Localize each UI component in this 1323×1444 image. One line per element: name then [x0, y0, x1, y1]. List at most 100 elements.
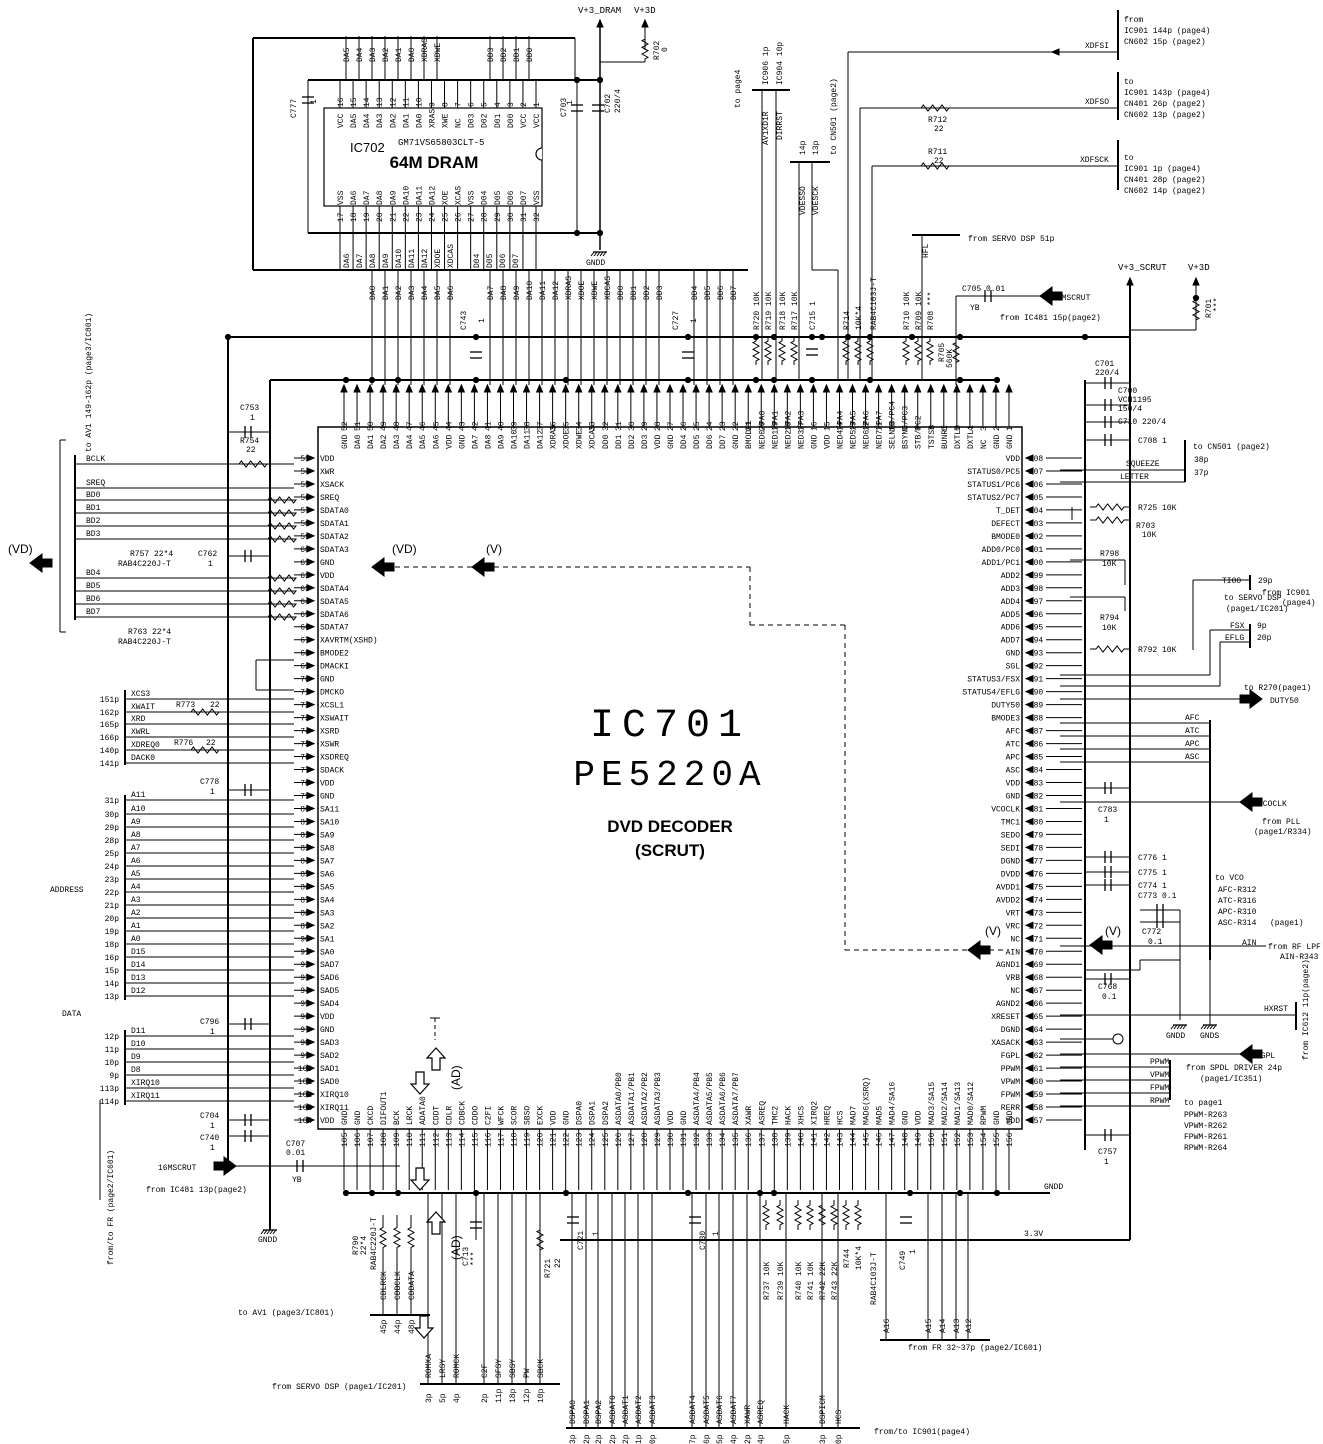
ic701-pin-number-top: 12: [863, 421, 872, 431]
ic702-pin-number-top: 14: [363, 97, 372, 107]
ic701-pin-name-top: SELNED/PC4: [889, 401, 898, 449]
duty50-arrow-icon: [1239, 689, 1263, 709]
ic702-pin-number-bottom: 18: [350, 212, 359, 222]
c702-label: C702: [604, 94, 613, 113]
ic701-pin-number-left: 99: [300, 1052, 310, 1061]
r776-value: 22: [206, 739, 216, 748]
ic701-function-2: (SCRUT): [635, 841, 705, 860]
r721-label: R721: [544, 1259, 553, 1278]
to-av1-label: to AV1 149-162p (page3/IC801): [85, 313, 94, 452]
ic701-pin-number-right: 190: [1029, 689, 1044, 698]
ic701-pin-number-left: 65: [300, 611, 310, 620]
r744-resistor: [853, 1200, 863, 1230]
ic701-pin-number-bottom: 137: [758, 1132, 767, 1147]
ic702-pin-number-bottom: 31: [520, 212, 529, 222]
v-right2-arrow-icon: [1089, 935, 1113, 955]
ic701-pin-number-left: 93: [300, 974, 310, 983]
ic701-pin-name-top: GND: [341, 434, 350, 449]
fgpl-label: FGPL: [1256, 1052, 1275, 1061]
data-label: DATA: [62, 1010, 81, 1019]
pin-arrow-left-icon: [1024, 610, 1034, 618]
atc-label: ATC: [1185, 727, 1200, 736]
ic701-pin-name-bottom: XAWR: [745, 1106, 754, 1125]
ic701-pin-name-bottom: TMC2: [771, 1106, 780, 1125]
pin-arrow-left-icon: [1024, 674, 1034, 683]
ic701-pin-number-bottom: 151: [941, 1132, 950, 1147]
gnds-right-ground-icon: [1209, 1024, 1214, 1030]
chip-top-bus-label: DA3: [408, 285, 417, 300]
ic701-pin-name-left: SAD7: [320, 961, 339, 970]
pin-arrow-right-icon: [306, 843, 316, 852]
c749-label: C749: [899, 1251, 908, 1270]
ic701-pin-number-right: 188: [1029, 715, 1044, 724]
addr-pin-label: 30p: [105, 811, 120, 820]
ic701-pin-number-right: 172: [1029, 922, 1044, 931]
chip-top-bus-label: DA10: [526, 281, 535, 300]
ic701-pin-number-bottom: 118: [511, 1132, 520, 1147]
ic701-pin-number-top: 43: [458, 421, 467, 431]
ic702-pin-name-bottom: VSS: [468, 190, 477, 205]
chip-top-bus-label: DD7: [730, 285, 739, 300]
ic701-pin-name-bottom: WFCK: [497, 1106, 506, 1125]
ic701-pin-name-bottom: MAD3/SA15: [928, 1082, 937, 1125]
pin-arrow-left-icon: [1024, 973, 1034, 981]
from-servo-b-label: from SERVO DSP (page1/IC201): [272, 1383, 406, 1392]
r790-value: 22*4: [360, 1236, 369, 1255]
ic701-pin-number-right: 168: [1029, 974, 1044, 983]
ic701-pin-number-top: 23: [719, 421, 728, 431]
pin-arrow-up-icon: [992, 383, 1000, 393]
lrsy-label: LRSY: [439, 1359, 448, 1378]
ic701-pin-name-top: DA0: [354, 434, 363, 449]
ic701-pin-name-bottom: CDBCK: [458, 1101, 467, 1125]
ic701-pin-name-left: SAD0: [320, 1078, 339, 1087]
ic701-pin-name-right: GND: [1006, 792, 1021, 801]
ic701-pin-name-right: ADD6: [1001, 624, 1020, 633]
dram-bottom-bus-label: D06: [499, 253, 508, 268]
pin-13p-label: 13p: [812, 140, 821, 155]
addr-signal-label: A0: [131, 935, 141, 944]
ain-r-label: AIN-R343: [1280, 953, 1319, 962]
data-pin-label: 113p: [100, 1085, 119, 1094]
pin-arrow-up-icon: [574, 383, 583, 393]
ic701-pin-number-left: 85: [300, 870, 310, 879]
pin-arrow-up-icon: [666, 383, 674, 393]
servo-page-label: (page1/IC201): [1226, 605, 1288, 614]
ic701-pin-number-bottom: 144: [850, 1132, 859, 1147]
ic701-pin-number-right: 164: [1029, 1026, 1044, 1035]
vpwm-label: VPWM: [1150, 1071, 1169, 1080]
c2f-label: C2F: [481, 1363, 490, 1378]
romxa-label: ROMXA: [425, 1354, 434, 1378]
pin-arrow-right-icon: [306, 1090, 316, 1098]
ic901-pin-label: 0p: [835, 1434, 844, 1444]
r712-resistor: [915, 104, 955, 112]
hfl-from-label: from SERVO DSP 51p: [968, 235, 1055, 244]
pin-arrow-left-icon: [1024, 1116, 1034, 1124]
ic701-pin-number-bottom: 123: [576, 1132, 585, 1147]
servo-b-pin-label: 4p: [453, 1393, 462, 1403]
c776-label: C776 1: [1138, 854, 1167, 863]
ic701-pin-name-right: NC: [1010, 987, 1020, 996]
ic701-pin-name-left: SDATA5: [320, 598, 349, 607]
c743-label: C743: [460, 311, 469, 330]
ic701-pin-number-left: 96: [300, 1013, 310, 1022]
pin-arrow-up-icon: [757, 383, 766, 393]
pin-arrow-left-icon: [1024, 545, 1034, 553]
ic901-signal-label: ASDAT6: [716, 1395, 725, 1424]
pin-arrow-right-icon: [306, 713, 316, 722]
a12-label: A12: [965, 1318, 974, 1333]
ic701-pin-name-right: AIN: [1006, 948, 1021, 957]
ic701-pin-number-top: 42: [471, 421, 480, 431]
junction-dot: [224, 333, 232, 341]
ic701-pin-name-bottom: MAD5: [876, 1106, 885, 1125]
cdbclk-label: CDBCLK: [394, 1271, 403, 1300]
pin-38p-label: 38p: [1194, 456, 1209, 465]
ic701-pin-number-top: 15: [823, 421, 832, 431]
ic701-pin-name-right: STATUS1/PC6: [967, 481, 1020, 490]
ic701-pin-name-left: XSACK: [320, 481, 344, 490]
ic702-pin-name-top: D02: [481, 113, 490, 128]
chip-top-bus-label: DA0: [369, 285, 378, 300]
ic701-pin-number-top: 18: [784, 421, 793, 431]
vd-arrow-icon: [371, 557, 395, 577]
ic701-pin-name-top: GND: [667, 434, 676, 449]
ic701-pin-name-right: VRT: [1006, 909, 1021, 918]
